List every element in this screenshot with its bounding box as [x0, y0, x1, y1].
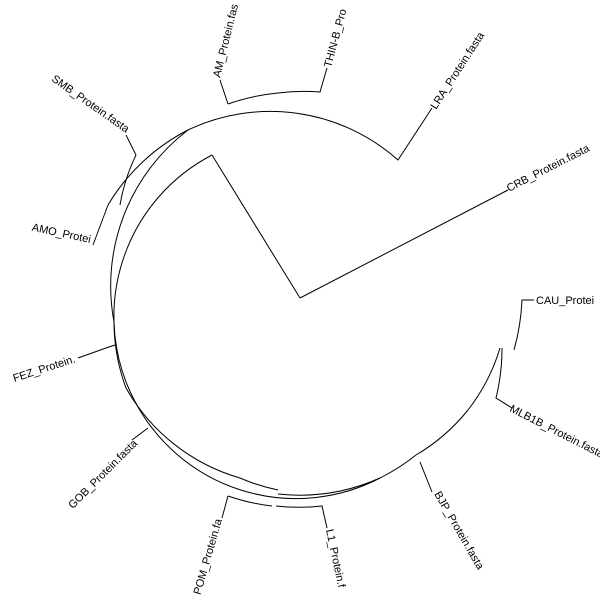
- leaf-label-am: AM_Protein.fas: [211, 2, 241, 78]
- arc-amo-smb: [107, 129, 189, 206]
- branch-pom: [221, 495, 229, 519]
- arc-right-outer: [379, 454, 417, 479]
- leaf-label-cau: CAU_Protei: [536, 295, 594, 307]
- branch-fez-leaf: [77, 347, 107, 359]
- branch-bjp: [419, 461, 433, 493]
- arc-smb-am: [119, 154, 137, 206]
- arc-bjp-mlb: [415, 409, 469, 456]
- branch-root-to-crb: [299, 189, 509, 299]
- branch-pom-link: [227, 495, 273, 507]
- arc-am-thin: [227, 92, 279, 105]
- leaf-label-mlb1b: MLB1B_Protein.fasta: [508, 403, 600, 461]
- branch-gob: [131, 427, 149, 441]
- leaf-label-smb: SMB_Protein.fasta: [49, 73, 132, 136]
- arc-fez-gob: [113, 321, 127, 389]
- arc-gob-pom: [125, 387, 241, 479]
- arc-l1: [277, 477, 381, 496]
- arc-mlb-cau: [467, 347, 501, 411]
- leaf-label-gob: GOB_Protein.fasta: [66, 437, 140, 511]
- leaf-label-amo: AMO_Protei: [31, 222, 92, 246]
- branch-l1: [275, 505, 328, 529]
- leaf-label-l1: L1_Protein.f: [323, 528, 347, 589]
- leaf-label-pom: POM_Protein.fa: [192, 517, 225, 596]
- branch-root-to-main: [211, 154, 301, 299]
- branch-upper-group: [110, 129, 189, 323]
- leaf-label-bjp: BJP_Protein.fasta: [431, 490, 486, 573]
- branch-thin-b: [277, 67, 328, 94]
- branch-fez: [105, 344, 116, 349]
- branch-amo: [92, 204, 109, 246]
- branch-cau: [513, 299, 534, 351]
- branch-mlb1b: [495, 347, 513, 409]
- leaf-label-thin-b: THIN-B_Pro: [322, 8, 349, 69]
- leaf-label-crb: CRB_Protein.fasta: [505, 142, 592, 194]
- branch-lra: [187, 107, 433, 161]
- leaf-label-lra: LRA_Protein.fasta: [428, 29, 487, 111]
- branch-smb: [125, 134, 137, 156]
- arc-main-clade: [113, 154, 381, 500]
- branch-am: [219, 79, 229, 105]
- tree-branches: [77, 67, 534, 529]
- leaf-label-fez: FEZ_Protein.: [12, 353, 77, 384]
- arc-pom-l1: [239, 477, 279, 491]
